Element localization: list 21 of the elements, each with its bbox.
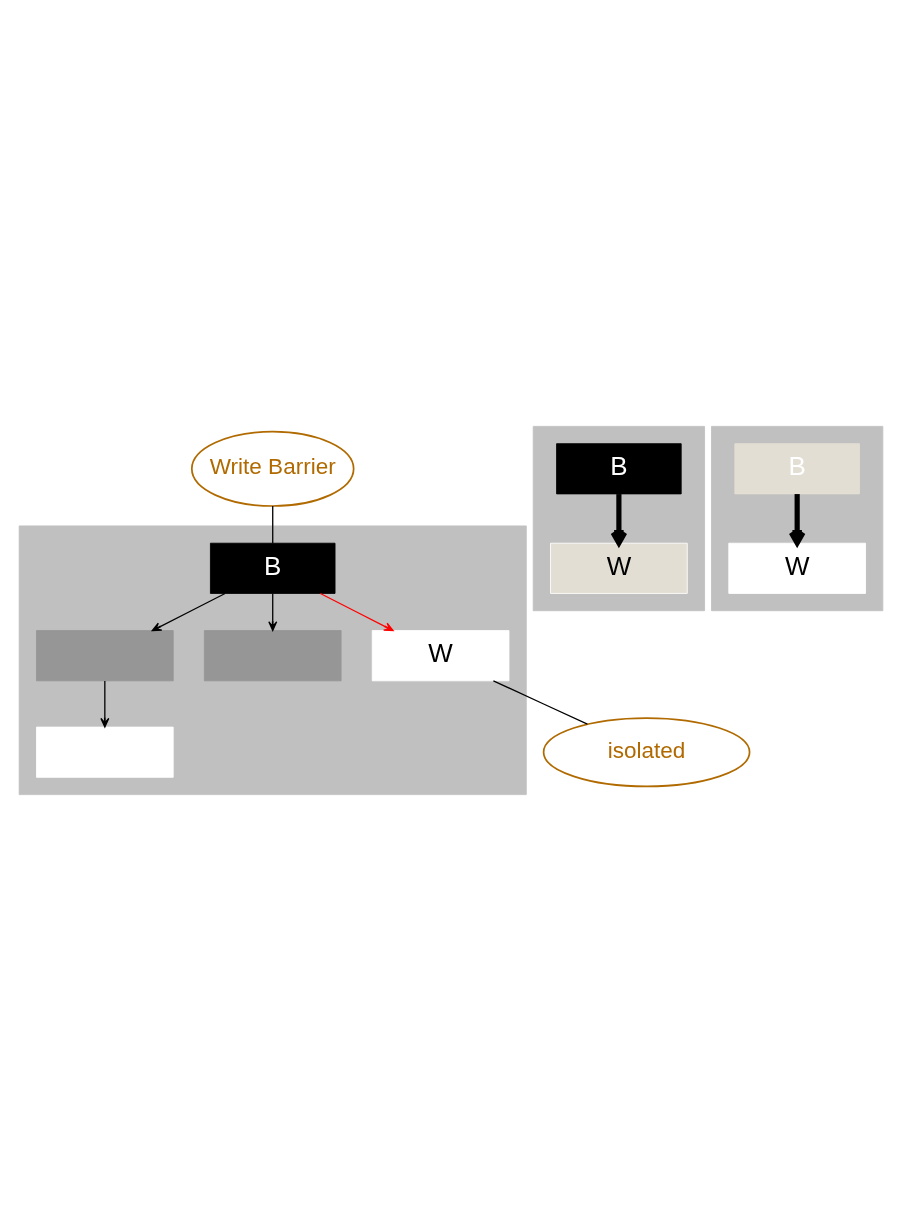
- arrow: [100, 679, 110, 728]
- node-ellipse: Write Barrier: [190, 430, 355, 507]
- arrow: [151, 592, 226, 631]
- node-box: B: [556, 442, 682, 494]
- connector: [492, 679, 589, 725]
- arrow: [268, 592, 278, 631]
- node-box: W: [371, 629, 510, 681]
- node-box: [36, 629, 174, 681]
- node-box: [203, 629, 342, 681]
- node-box: B: [210, 542, 336, 594]
- arrow: [610, 493, 628, 546]
- node-box: W: [728, 542, 866, 594]
- connector: [272, 504, 274, 544]
- cluster: [18, 524, 527, 795]
- node-box: [36, 726, 174, 778]
- node-ellipse: isolated: [542, 716, 751, 787]
- cluster: [711, 425, 884, 611]
- node-box: W: [550, 542, 688, 594]
- cluster: [532, 425, 705, 611]
- arrow: [319, 592, 394, 631]
- arrow: [788, 493, 806, 546]
